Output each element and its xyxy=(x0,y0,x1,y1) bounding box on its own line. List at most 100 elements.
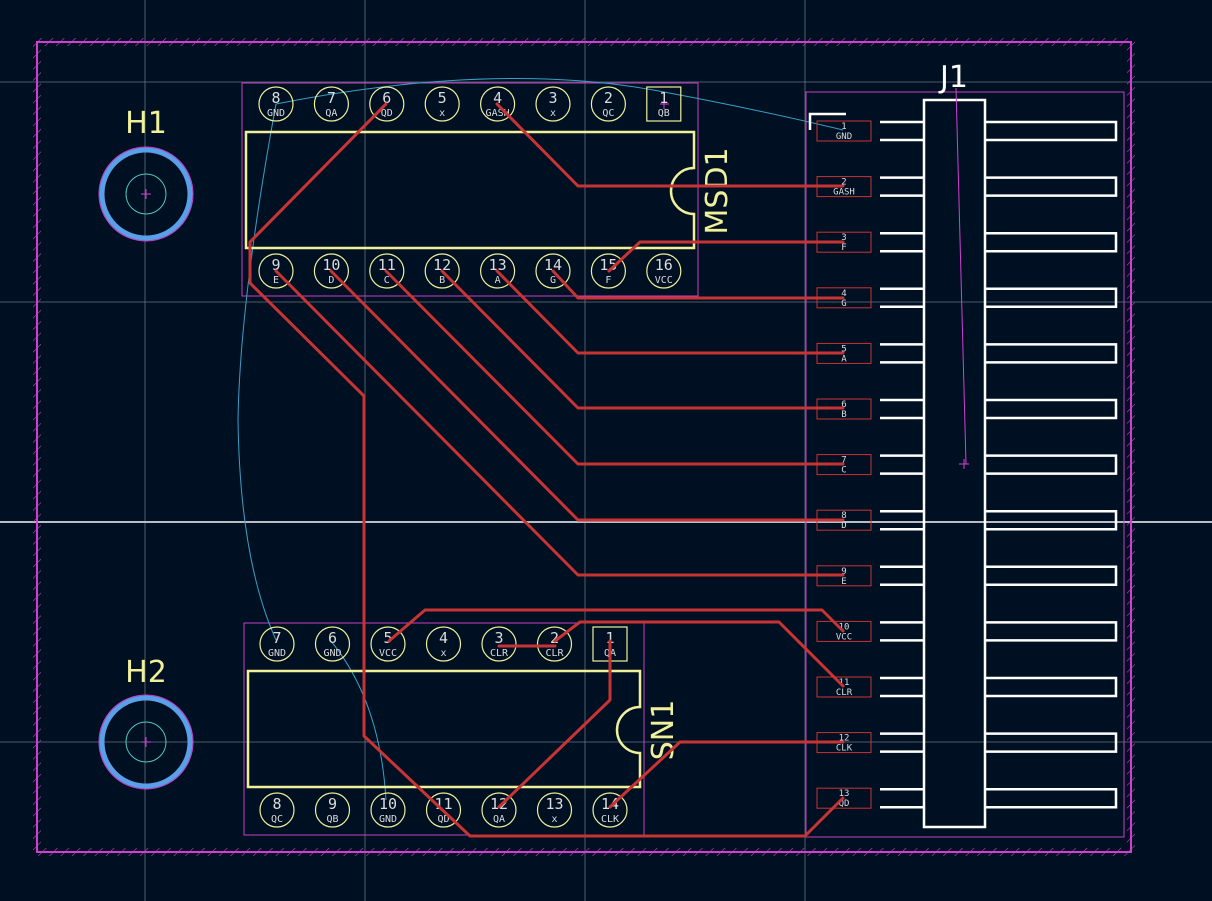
j1-pin-contact xyxy=(985,676,1118,698)
pad-10[interactable]: 10D xyxy=(313,253,349,289)
pad-3[interactable]: 3x xyxy=(535,86,571,122)
j1-pin-lead xyxy=(880,676,924,698)
pad-number: 4 xyxy=(439,629,448,647)
pad-9[interactable]: 9E xyxy=(258,253,294,289)
pad-number: 9 xyxy=(328,795,337,813)
j1-pin-number: 1 xyxy=(841,122,846,132)
j1-pin-lead xyxy=(880,287,924,309)
j1-pin-contact xyxy=(985,398,1118,420)
pad-number: 16 xyxy=(655,256,673,274)
pad-number: 7 xyxy=(327,89,336,107)
pad-ring xyxy=(258,253,294,289)
j1-pin-net-label: D xyxy=(841,521,846,531)
pad-ring xyxy=(592,792,628,828)
pad-11[interactable]: 11C xyxy=(369,253,405,289)
pad-13[interactable]: 13A xyxy=(480,253,516,289)
pad-ring xyxy=(259,626,295,662)
copper-tracks xyxy=(248,102,845,838)
pad-net-label: GASH xyxy=(486,108,510,119)
msd1-anchor xyxy=(660,100,669,109)
pad-ring xyxy=(424,86,460,122)
j1-pin-number: 10 xyxy=(839,622,850,632)
track-vcc xyxy=(387,608,845,643)
j1-pin-5[interactable]: 5A xyxy=(816,342,1118,364)
mounting-hole-h2[interactable] xyxy=(98,694,194,790)
pad-1[interactable]: 1QB xyxy=(646,86,682,122)
pad-2[interactable]: 2QC xyxy=(590,86,627,122)
pad-net-label: CLR xyxy=(545,648,564,659)
j1-pin-net-label: GND xyxy=(836,132,852,142)
pad-net-label: x xyxy=(550,108,556,119)
pad-number: 2 xyxy=(550,629,559,647)
component-sn1[interactable]: 7GND6GND5VCC4x3CLR2CLR1QA8QC9QB10GND11QD… xyxy=(246,626,642,828)
pad-4[interactable]: 4x xyxy=(425,626,462,662)
pad-net-label: CLR xyxy=(490,648,509,659)
j1-pin-lead xyxy=(880,621,924,642)
msd1-courtyard xyxy=(241,82,699,297)
pad-number: 12 xyxy=(490,795,508,813)
j1-pin-lead xyxy=(880,120,924,142)
j1-pin-7[interactable]: 7C xyxy=(816,454,1118,476)
pad-net-label: GND xyxy=(267,108,285,119)
pad-ring xyxy=(535,86,571,122)
pad-number: 2 xyxy=(604,89,613,107)
board-outline xyxy=(33,38,1135,856)
pad-net-label: QB xyxy=(326,814,338,825)
pad-number: 14 xyxy=(544,256,562,274)
j1-pin1-marker xyxy=(808,112,846,130)
j1-pin-net-label: G xyxy=(841,299,846,309)
track-a xyxy=(495,269,845,355)
track-clk xyxy=(608,740,845,809)
pad-13[interactable]: 13x xyxy=(536,792,573,828)
pad-6[interactable]: 6QD xyxy=(369,86,405,122)
pad-15[interactable]: 15F xyxy=(590,253,627,289)
pad-5[interactable]: 5x xyxy=(424,86,460,122)
msd1-reference: MSD1 xyxy=(700,147,735,234)
pad-net-label: CLK xyxy=(601,814,619,825)
pad-ring xyxy=(424,253,460,289)
pad-12[interactable]: 12B xyxy=(424,253,460,289)
track-b xyxy=(440,269,845,410)
pad-8[interactable]: 8QC xyxy=(259,792,295,828)
j1-pin-number: 13 xyxy=(839,789,850,799)
pad-net-label: VCC xyxy=(379,648,397,659)
pad-7[interactable]: 7QA xyxy=(313,86,349,122)
j1-pin-contact xyxy=(985,787,1118,809)
j1-pin-net-label: CLK xyxy=(836,744,853,754)
pad-number: 11 xyxy=(378,256,396,274)
pad-9[interactable]: 9QB xyxy=(314,792,351,828)
pad-ring xyxy=(480,86,516,122)
pad-14[interactable]: 14G xyxy=(535,253,571,289)
j1-anchor-line xyxy=(955,87,967,465)
mounting-hole-h1[interactable] xyxy=(98,146,194,242)
sn1-outline xyxy=(246,669,642,789)
track-c xyxy=(384,269,845,466)
j1-pin-contact xyxy=(985,343,1118,364)
j1-pin-4[interactable]: 4G xyxy=(816,287,1118,309)
j1-pad xyxy=(816,787,872,809)
j1-pin-contact xyxy=(985,120,1118,142)
pad-number: 6 xyxy=(382,89,391,107)
connector-j1[interactable]: 1GND2GASH3F4G5A6B7C8D9E10VCC11CLR12CLK13… xyxy=(808,87,1118,829)
j1-pin-contact xyxy=(985,621,1118,642)
j1-pin-number: 3 xyxy=(841,233,846,243)
pad-net-label: G xyxy=(550,275,556,286)
